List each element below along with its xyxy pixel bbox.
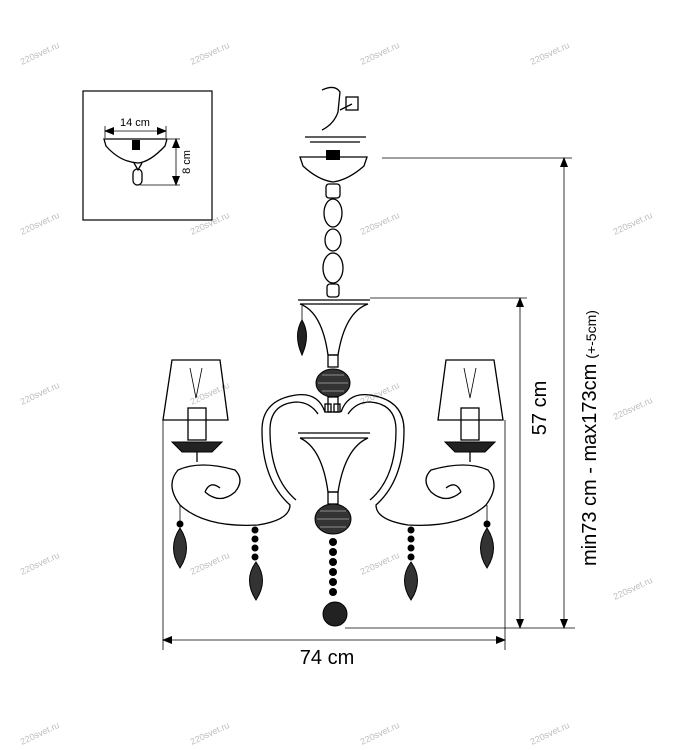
hook	[321, 86, 353, 131]
canopy-inset: 14 cm 8 cm	[82, 90, 213, 221]
watermark: 220svet.ru	[19, 380, 61, 407]
chandelier-drawing	[162, 86, 504, 627]
watermark: 220svet.ru	[19, 210, 61, 237]
left-arm	[162, 359, 326, 601]
watermark: 220svet.ru	[19, 40, 61, 67]
watermark: 220svet.ru	[19, 720, 61, 747]
watermark: 220svet.ru	[189, 550, 231, 577]
watermark: 220svet.ru	[189, 720, 231, 747]
inset-height-label: 8 cm	[181, 150, 193, 174]
watermark: 220svet.ru	[359, 40, 401, 67]
dimension-lines: 74 cm 57 cm min73 cm - max173cm (+-5cm)	[162, 157, 601, 669]
watermark: 220svet.ru	[529, 40, 571, 67]
right-arm	[340, 359, 504, 601]
total-height-value: min73 cm - max173cm	[579, 364, 601, 566]
width-label: 74 cm	[300, 647, 354, 669]
inset-width-label: 14 cm	[120, 117, 150, 129]
total-height-label: min73 cm - max173cm (+-5cm)	[579, 310, 601, 566]
watermark: 220svet.ru	[612, 575, 654, 602]
watermark: 220svet.ru	[359, 210, 401, 237]
watermark: 220svet.ru	[529, 720, 571, 747]
watermark: 220svet.ru	[189, 40, 231, 67]
watermark: 220svet.ru	[612, 210, 654, 237]
left-shade	[162, 359, 229, 421]
watermark: 220svet.ru	[359, 720, 401, 747]
watermark: 220svet.ru	[612, 395, 654, 422]
watermark: 220svet.ru	[19, 550, 61, 577]
tolerance-label: (+-5cm)	[583, 310, 599, 359]
canopy	[299, 156, 368, 183]
watermark: 220svet.ru	[359, 550, 401, 577]
stem	[322, 183, 344, 298]
body-height-label: 57 cm	[529, 381, 551, 435]
watermark: 220svet.ru	[189, 210, 231, 237]
lower-chain	[322, 538, 348, 627]
right-shade	[437, 359, 504, 421]
